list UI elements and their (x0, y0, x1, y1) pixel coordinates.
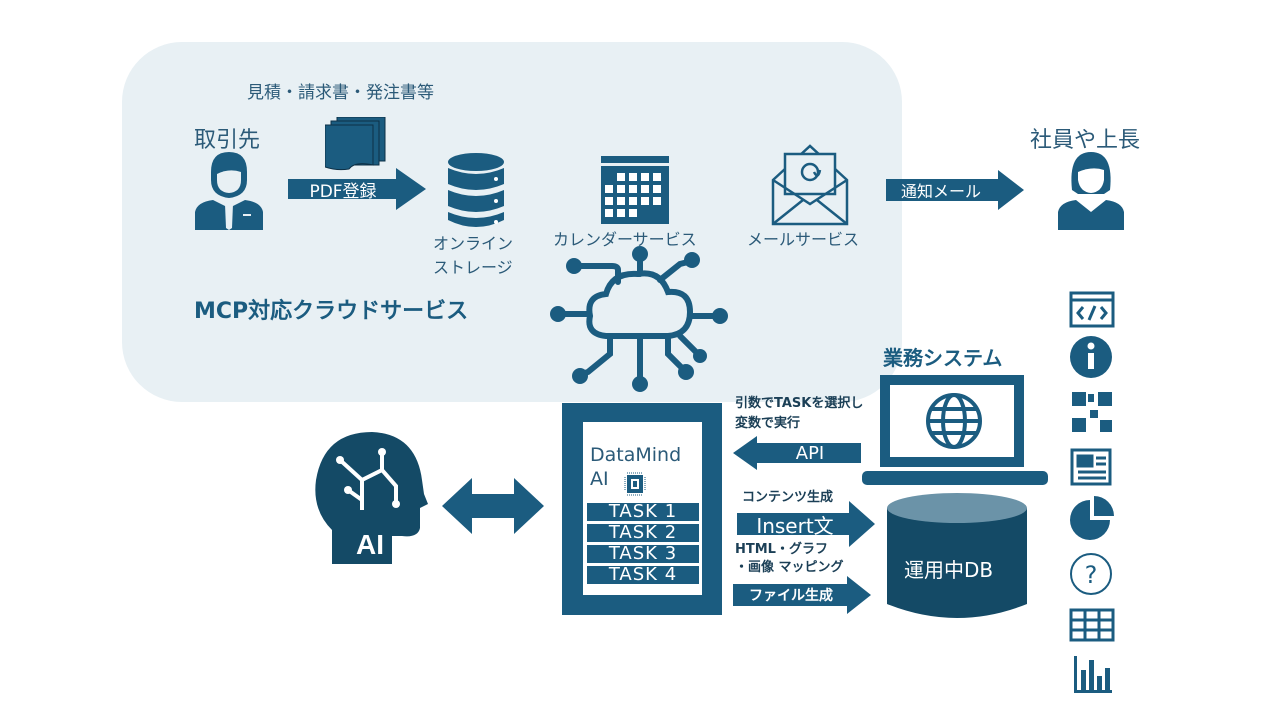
task-item: TASK 3 (587, 545, 699, 563)
qr-code-icon (1072, 392, 1112, 432)
file-generation-arrow: ファイル生成 (733, 576, 871, 614)
storage-label: オンラインストレージ (433, 234, 514, 277)
mcp-panel-title: MCP対応クラウドサービス (194, 299, 469, 324)
chip-icon (624, 472, 646, 496)
code-window-icon (1069, 291, 1115, 328)
api-note: 引数でTASKを選択し変数で実行 (735, 396, 864, 431)
calendar-label: カレンダーサービス (553, 230, 697, 249)
mail-label: メールサービス (747, 230, 860, 249)
task-item: TASK 1 (587, 503, 699, 521)
ai-label: AI (356, 529, 384, 560)
partner-label: 取引先 (194, 128, 261, 153)
pdf-register-arrow: PDF登録 (288, 168, 426, 210)
email-icon (771, 144, 849, 226)
businessman-icon (195, 152, 263, 230)
bar-chart-icon (1074, 656, 1112, 693)
cloud-network-icon (550, 246, 728, 392)
side-icon-column: ? (1069, 291, 1115, 693)
task-item: TASK 4 (587, 566, 699, 584)
recipient-label: 社員や上長 (1030, 128, 1141, 153)
notify-mail-arrow: 通知メール (886, 170, 1024, 210)
question-icon: ? (1070, 553, 1112, 595)
svg-text:?: ? (1085, 561, 1098, 589)
laptop-globe-icon (862, 375, 1048, 485)
documents-label: 見積・請求書・発注書等 (247, 83, 434, 103)
api-arrow: API (733, 436, 861, 470)
bidirectional-arrow (442, 478, 544, 534)
calendar-icon (601, 156, 669, 224)
insert-arrow: Insert文 (737, 501, 875, 547)
document-stack-icon (325, 117, 386, 171)
pie-chart-icon (1070, 496, 1114, 540)
businesswoman-icon (1058, 152, 1124, 230)
production-db-cylinder (887, 493, 1027, 618)
ai-head-icon: AI (315, 432, 428, 564)
content-generation-label: コンテンツ生成 (742, 490, 834, 505)
info-icon (1070, 336, 1112, 378)
task-item: TASK 2 (587, 524, 699, 542)
database-icon (448, 153, 504, 227)
table-icon (1069, 608, 1115, 642)
html-mapping-label: HTML・グラフ・画像 マッピング (735, 542, 844, 575)
production-db-label: 運用中DB (904, 558, 994, 582)
newspaper-icon (1070, 448, 1112, 486)
business-system-title: 業務システム (883, 346, 1003, 370)
